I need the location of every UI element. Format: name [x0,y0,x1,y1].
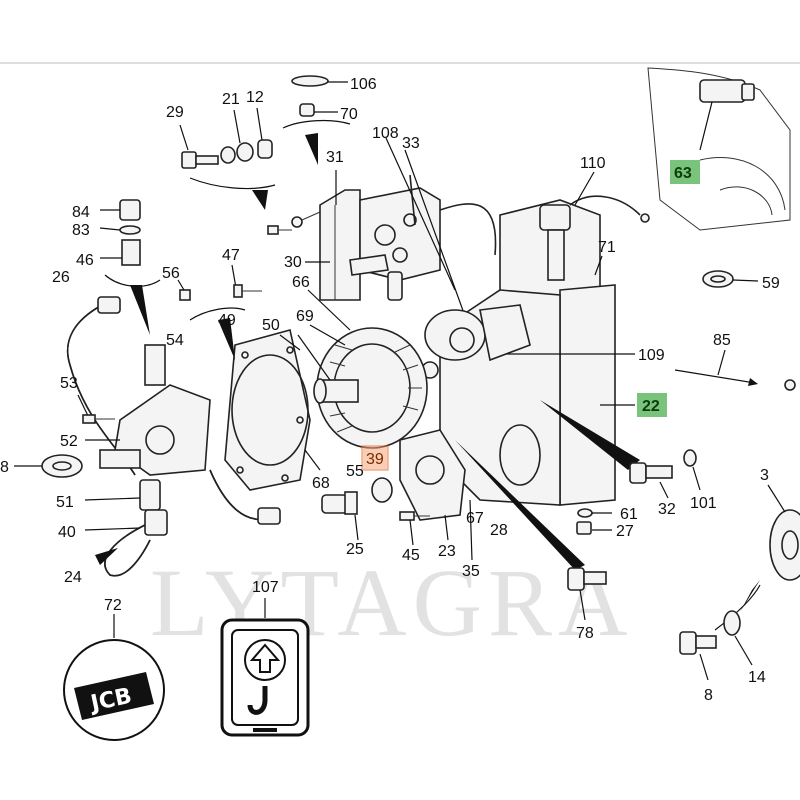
callout-12[interactable]: 12 [246,89,264,106]
arrow-down-icon [130,285,150,335]
fan-impeller [297,289,428,449]
pump-housing [421,171,650,506]
callout-83[interactable]: 83 [72,222,90,239]
callout-84[interactable]: 84 [72,204,90,221]
callout-8-left[interactable]: 8 [0,459,9,476]
valve-assembly [305,137,497,331]
callout-78[interactable]: 78 [576,625,594,642]
callout-71[interactable]: 71 [598,239,616,256]
callout-107[interactable]: 107 [252,579,279,596]
arrow-down-icon [218,318,235,360]
callout-108[interactable]: 108 [372,125,399,142]
callout-109[interactable]: 109 [638,347,665,364]
arrow-down-icon [305,133,318,165]
callout-31[interactable]: 31 [326,149,344,166]
arrow-down-icon [740,580,760,612]
inset-engine-sketch [647,67,791,231]
arrow-up-icon [249,643,281,673]
callout-26[interactable]: 26 [52,269,70,286]
right-side-parts [674,270,796,391]
callout-70[interactable]: 70 [340,106,358,123]
callout-110[interactable]: 110 [580,155,606,172]
callout-40[interactable]: 40 [58,524,76,541]
callout-28[interactable]: 28 [490,522,508,539]
front-cover-plate [321,429,585,570]
pointer-wedge [540,400,640,470]
callout-29[interactable]: 29 [166,104,184,121]
callout-59[interactable]: 59 [762,275,780,292]
callout-63[interactable]: 63 [674,165,692,182]
fastener-group-top [179,75,351,235]
pointer-wedge [95,548,118,565]
callout-46[interactable]: 46 [76,252,94,269]
arrow-right-icon [748,378,758,386]
callout-49[interactable]: 49 [218,312,236,329]
jcb-logo-decal: JCB [63,614,165,741]
callout-22[interactable]: 22 [642,398,660,415]
callout-66[interactable]: 66 [292,274,310,291]
callout-8-right[interactable]: 8 [704,687,713,704]
flange-plate [177,264,321,491]
callout-47[interactable]: 47 [222,247,240,264]
callout-52[interactable]: 52 [60,433,78,450]
callout-101[interactable]: 101 [690,495,717,512]
part-3-disc [767,484,800,581]
left-hydraulic-pump [14,199,281,577]
callout-61[interactable]: 61 [620,506,638,523]
callout-30[interactable]: 30 [284,254,302,271]
highlight-63 [670,160,700,184]
bolt-group-right [540,400,701,535]
callout-45[interactable]: 45 [402,547,420,564]
callout-25[interactable]: 25 [346,541,364,558]
callout-51[interactable]: 51 [56,494,74,511]
callout-3[interactable]: 3 [760,467,769,484]
callout-69[interactable]: 69 [296,308,314,325]
callout-14[interactable]: 14 [748,669,766,686]
pointer-wedge [455,440,585,570]
highlight-22 [637,393,667,417]
callout-27[interactable]: 27 [616,523,634,540]
callout-72[interactable]: 72 [104,597,122,614]
callout-33[interactable]: 33 [402,135,420,152]
callout-68[interactable]: 68 [312,475,330,492]
arrow-down-icon [252,190,268,210]
callout-54[interactable]: 54 [166,332,184,349]
highlight-39 [361,445,389,471]
callout-23[interactable]: 23 [438,543,456,560]
bolt-78 [567,567,607,621]
callout-50[interactable]: 50 [262,317,280,334]
lifting-hook-icon [247,686,268,715]
callout-32[interactable]: 32 [658,501,676,518]
callout-106[interactable]: 106 [350,76,377,93]
lifting-decal [220,598,310,737]
callout-24[interactable]: 24 [64,569,82,586]
callout-67[interactable]: 67 [466,510,484,527]
callout-21[interactable]: 21 [222,91,240,108]
callout-85[interactable]: 85 [713,332,731,349]
callout-39[interactable]: 39 [366,451,384,468]
callout-56[interactable]: 56 [162,265,180,282]
callout-labels: 106 70 29 21 12 108 33 31 110 63 84 83 4… [0,76,780,704]
callout-55[interactable]: 55 [346,463,364,480]
bolt-washer-bottom-right [679,580,761,681]
callout-35[interactable]: 35 [462,563,480,580]
callout-53[interactable]: 53 [60,375,78,392]
